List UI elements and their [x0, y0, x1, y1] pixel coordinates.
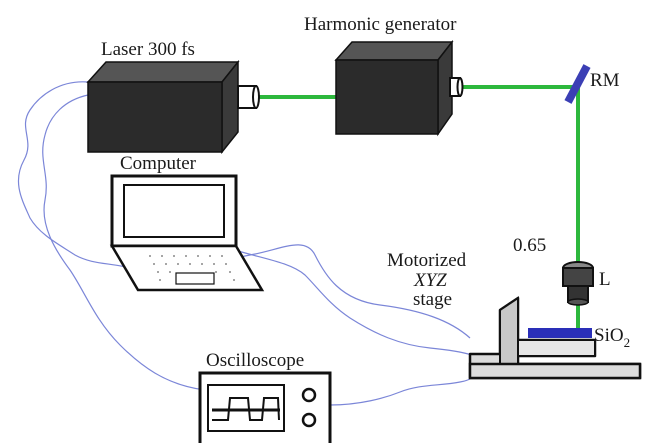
laser-beam: [258, 85, 580, 328]
motorized-stage: [468, 296, 642, 380]
label-laser: Laser 300 fs: [101, 39, 195, 60]
label-sample-subscript: 2: [624, 335, 631, 350]
label-sample-main: SiO: [594, 325, 624, 346]
knob-bottom: [301, 412, 317, 428]
oscilloscope: [198, 371, 332, 447]
label-lens: L: [599, 269, 611, 290]
label-harmonic-generator: Harmonic generator: [304, 14, 457, 35]
laptop-computer: [109, 174, 265, 292]
waveform-trace: [212, 397, 280, 421]
label-computer: Computer: [120, 153, 197, 174]
label-sample: SiO2: [594, 325, 630, 350]
cable-computer-to-stage: [234, 249, 473, 356]
label-stage-line3: stage: [413, 289, 452, 310]
harmonic-generator-box: [334, 39, 464, 137]
cable-laser-to-oscilloscope: [42, 94, 206, 391]
label-stage-line2: XYZ: [413, 270, 447, 291]
label-stage-line1: Motorized: [387, 250, 467, 271]
cable-oscilloscope-to-stage: [329, 365, 477, 406]
knob-top: [301, 387, 317, 403]
sample-sio2: [528, 328, 592, 338]
label-rm: RM: [590, 70, 620, 91]
label-oscilloscope: Oscilloscope: [206, 350, 304, 371]
laser-box: [86, 59, 260, 155]
mirror-rm: [564, 64, 591, 104]
label-numerical-aperture: 0.65: [513, 235, 546, 256]
objective-lens: [562, 261, 594, 306]
